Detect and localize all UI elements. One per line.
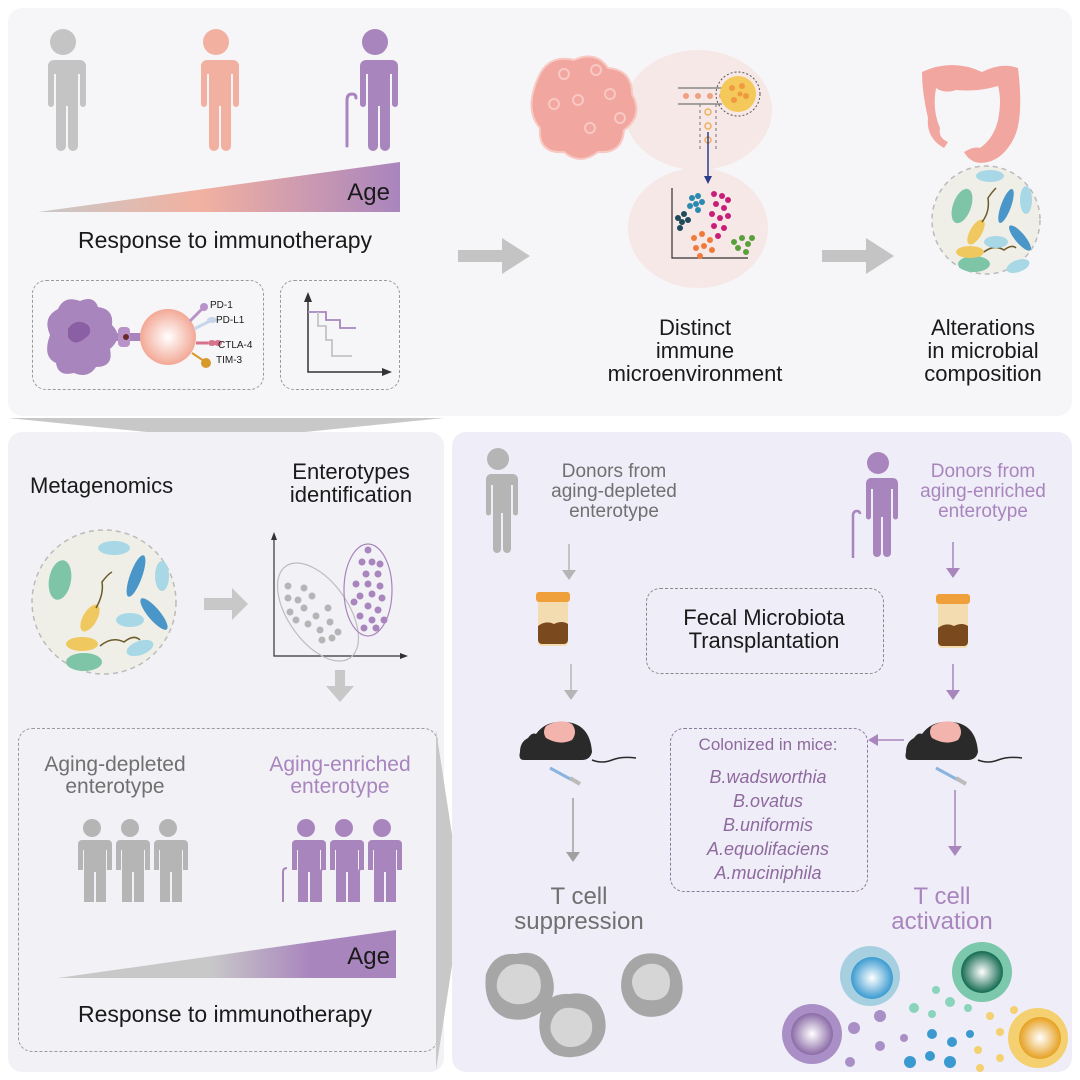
- alterations-in-microbial-composition-label: Alterations in microbial composition: [924, 315, 1042, 387]
- survival-curve-icon: [304, 292, 392, 376]
- arrow-down-icon: [946, 664, 960, 700]
- t-cell-suppression-label: T cell suppression: [514, 883, 644, 936]
- arrow-down-icon: [326, 670, 354, 702]
- fecal-sample-jar-icon: [936, 594, 970, 648]
- mouse-with-tumor-icon: [905, 721, 1023, 786]
- arrow-down-icon: [948, 790, 962, 856]
- age-label: Age: [347, 943, 390, 970]
- colon-icon: [922, 65, 1021, 163]
- depleted-group-icon: [76, 819, 188, 902]
- fecal-sample-jar-icon: [536, 592, 570, 646]
- metagenomics-label: Metagenomics: [30, 473, 174, 498]
- colonized-species-box: [670, 728, 868, 892]
- down-arrow-wedge: [8, 418, 444, 440]
- aging-depleted-enterotype-label: Aging-depleted enterotype: [44, 753, 186, 799]
- enterotypes-scatter-icon: [271, 532, 408, 662]
- arrow-right-icon: [204, 588, 248, 620]
- person-middle-icon: [199, 29, 239, 151]
- microbes-icon: [931, 165, 1041, 275]
- right-chevron-wedge: [436, 730, 462, 1070]
- donors-aging-depleted-label: Donors from aging-depleted enterotype: [551, 461, 677, 522]
- response-to-immunotherapy-label: Response to immunotherapy: [77, 227, 373, 253]
- colonized-in-mice-title: Colonized in mice:: [698, 735, 838, 754]
- survival-box: [280, 280, 400, 390]
- fecal-microbiota-transplantation-label: Fecal Microbiota Transplantation: [683, 605, 845, 654]
- person-young-icon: [46, 29, 86, 151]
- checkpoint-ctla4: CTLA-4: [218, 340, 253, 351]
- species-item: A.equolifaciens: [706, 839, 830, 859]
- arrow-right-icon: [822, 238, 894, 274]
- species-item: B.ovatus: [732, 791, 804, 811]
- arrow-right-icon: [458, 238, 530, 274]
- t-cell-activation-label: T cell activation: [891, 883, 993, 936]
- arrow-down-icon: [562, 544, 576, 580]
- species-item: A.muciniphila: [714, 863, 822, 883]
- checkpoint-box: [32, 280, 264, 390]
- checkpoint-pd1: PD-1: [210, 300, 233, 311]
- checkpoint-pdl1: PD-L1: [216, 315, 245, 326]
- suppressed-t-cells-icon: [485, 952, 683, 1058]
- arrow-left-icon: [868, 734, 904, 746]
- cell-interaction-icon: [47, 299, 222, 375]
- fmt-box: [646, 588, 884, 674]
- metagenomics-microbes-icon: [31, 529, 177, 675]
- activated-t-cells-icon: [782, 942, 1068, 1072]
- arrow-down-icon: [564, 664, 578, 700]
- donor-depleted-person-icon: [483, 448, 518, 553]
- aging-enriched-enterotype-label: Aging-enriched enterotype: [269, 753, 411, 799]
- species-item: B.uniformis: [722, 815, 814, 835]
- species-item: B.wadsworthia: [709, 767, 827, 787]
- arrow-down-icon: [566, 798, 580, 862]
- donor-enriched-person-icon: [851, 452, 898, 558]
- enriched-group-icon: [282, 819, 402, 902]
- enterotypes-identification-label: Enterotypes identification: [289, 459, 413, 508]
- person-elderly-icon: [345, 29, 398, 151]
- age-label: Age: [347, 179, 390, 206]
- age-gradient-wedge: [58, 930, 396, 978]
- arrow-down-icon: [946, 542, 960, 578]
- age-gradient-wedge: [38, 162, 400, 212]
- donors-aging-enriched-label: Donors from aging-enriched enterotype: [920, 461, 1046, 522]
- checkpoint-tim3: TIM-3: [216, 355, 243, 366]
- distinct-immune-microenvironment-label: Distinct immune microenvironment: [607, 315, 783, 387]
- mouse-with-tumor-icon: [519, 721, 637, 786]
- response-to-immunotherapy-label: Response to immunotherapy: [77, 1001, 373, 1027]
- immune-microenvironment-icon: [530, 50, 772, 288]
